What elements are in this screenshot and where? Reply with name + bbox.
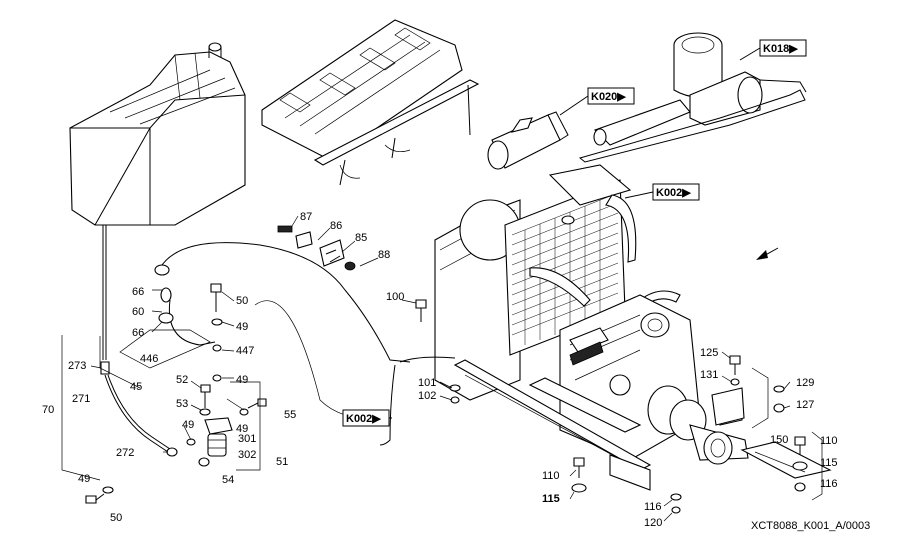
- part-number-label: 86: [330, 220, 342, 232]
- part-number-label: 51: [276, 456, 288, 468]
- part-number-label: 85: [355, 232, 367, 244]
- ref-label-k002-bottom: K002▶: [346, 413, 381, 425]
- part-number-label: 50: [236, 295, 248, 307]
- part-number-label: 45: [130, 381, 142, 393]
- drawing-id: XCT8088_K001_A/0003: [751, 520, 870, 532]
- part-number-label: 115: [542, 493, 560, 505]
- part-number-labels: 87 86 85 88 100 66 60 66 50 49 446 447 45 273 70 271 52 4…: [42, 211, 838, 529]
- part-number-label: 49: [182, 419, 194, 431]
- part-number-label: 49: [236, 321, 248, 333]
- part-number-label: 272: [116, 447, 134, 459]
- air-cleaner: [578, 32, 807, 163]
- part-number-label: 110: [820, 435, 838, 447]
- part-number-label: 150: [770, 434, 788, 446]
- part-number-label: 50: [110, 512, 122, 524]
- part-number-label: 129: [796, 377, 814, 389]
- part-number-label: 131: [700, 369, 718, 381]
- engine-assembly: [434, 164, 749, 491]
- part-number-label: 447: [236, 345, 254, 357]
- part-number-label: 49: [236, 423, 248, 435]
- part-number-label: 88: [378, 249, 390, 261]
- platform-frame: [261, 19, 480, 186]
- part-number-label: 115: [820, 457, 838, 469]
- part-number-label: 49: [78, 473, 90, 485]
- ref-box-k002-top[interactable]: K002▶: [624, 183, 700, 201]
- part-number-label: 116: [644, 501, 662, 513]
- part-number-label: 87: [300, 211, 312, 223]
- part-number-label: 49: [236, 374, 248, 386]
- ref-box-k020[interactable]: K020▶: [559, 87, 635, 116]
- ref-box-k002-bottom[interactable]: K002▶: [342, 409, 392, 427]
- part-number-label: 120: [644, 517, 662, 529]
- part-number-label: 273: [68, 360, 86, 372]
- ref-label-k020: K020▶: [591, 91, 626, 103]
- muffler: [487, 111, 569, 170]
- fittings: [85, 225, 832, 514]
- part-number-label: 446: [140, 353, 158, 365]
- part-number-label: 127: [796, 399, 814, 411]
- direction-arrow-icon: [756, 247, 779, 260]
- part-number-label: 70: [42, 404, 54, 416]
- ref-label-k018: K018▶: [763, 43, 798, 55]
- leader-lines: [61, 215, 823, 522]
- part-number-label: 271: [72, 393, 90, 405]
- part-number-label: 52: [176, 374, 188, 386]
- part-number-label: 302: [238, 449, 256, 461]
- part-number-label: 66: [132, 286, 144, 298]
- part-number-label: 101: [418, 377, 436, 389]
- part-number-label: 66: [132, 327, 144, 339]
- part-number-label: 53: [176, 398, 188, 410]
- part-number-label: 55: [284, 409, 296, 421]
- part-number-label: 110: [542, 470, 560, 482]
- ref-label-k002-top: K002▶: [656, 187, 691, 199]
- part-number-label: 116: [820, 478, 838, 490]
- ref-box-k018[interactable]: K018▶: [739, 39, 807, 61]
- part-number-label: 60: [132, 306, 144, 318]
- part-number-label: 125: [700, 347, 718, 359]
- fuel-lines: [102, 225, 456, 453]
- part-number-label: 54: [222, 474, 234, 486]
- part-number-label: 102: [418, 390, 436, 402]
- part-number-label: 100: [386, 291, 404, 303]
- part-number-label: 301: [238, 433, 256, 445]
- fuel-tank: [69, 42, 246, 226]
